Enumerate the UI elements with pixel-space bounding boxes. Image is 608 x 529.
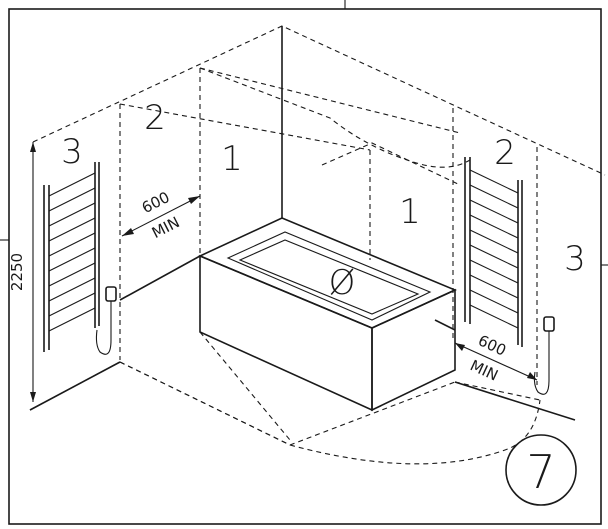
right-clearance-value: 600 [475,331,509,359]
zone-label-left-2: 2 [144,98,166,138]
zone-label-right-2: 2 [494,133,516,173]
left-floor-line [119,255,201,301]
bathtub-inner-rim [226,231,432,321]
figure-number-badge: 7 [505,434,577,506]
room-walls [29,26,576,421]
bathtub [198,217,457,412]
height-label: 2250 [8,253,26,291]
bathtub-end [371,288,456,412]
zone-label-right-3: 3 [564,239,586,279]
zone-label-left-3: 3 [61,132,83,172]
height-dimension: 2250 [8,142,36,402]
left-wall-base [29,361,121,411]
right-wall-base [454,381,576,421]
towel-rail-left [43,162,100,352]
towel-rail-right [464,157,523,347]
spur-switch-left [95,286,117,355]
right-clearance-dimension: 600 MIN [454,331,538,385]
left-clearance-unit: MIN [149,213,183,242]
spur-switch-right [533,316,555,395]
right-clearance-unit: MIN [467,356,501,384]
bathtub-top [198,217,457,329]
zone-boundaries [29,25,606,465]
figure-number: 7 [526,445,555,499]
zone-label-bath-0: Ø [329,263,356,303]
bathtub-basin [238,239,420,315]
zone-label-right-1: 1 [399,192,421,232]
zone-label-back-1: 1 [221,139,243,179]
left-clearance-dimension: 600 MIN [121,188,201,242]
